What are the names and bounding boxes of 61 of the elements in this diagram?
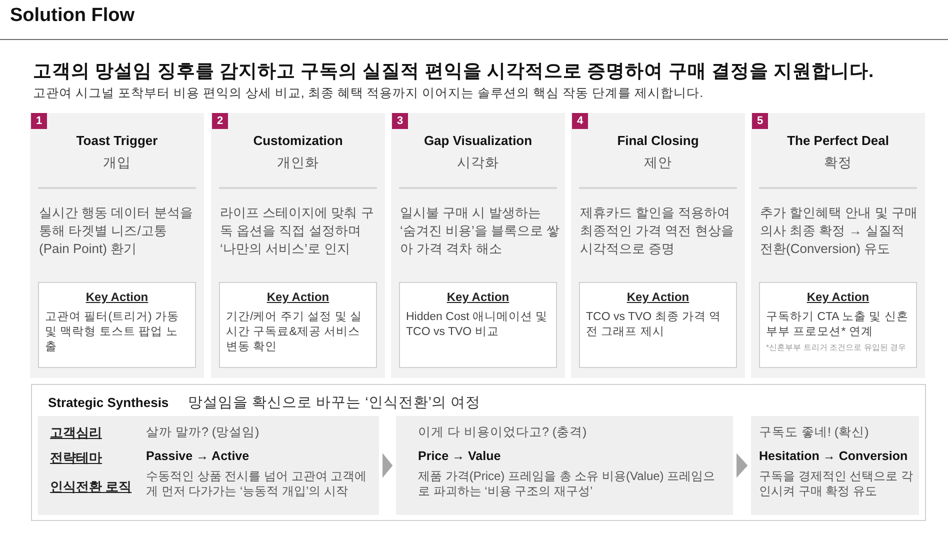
stage-logic: 수동적인 상품 전시를 넘어 고관여 고객에게 먼저 다가가는 ‘능동적 개입’의 시작 — [146, 469, 368, 498]
step-number-badge: 5 — [752, 113, 768, 129]
step-description: 추가 할인혜택 안내 및 구매 의사 최종 확정 → 실질적 전환(Conversion) 유도 — [760, 204, 918, 258]
synthesis-panel — [31, 384, 926, 521]
chevron-arrow — [382, 453, 393, 478]
stage-reaction: 이게 다 비용이었다고? (충격) — [418, 424, 587, 441]
stage-theme: Hesitation → Conversion — [759, 449, 908, 463]
key-action-text: Hidden Cost 애니메이션 및 TCO vs TVO 비교 — [406, 310, 549, 340]
key-action-heading: Key Action — [806, 290, 870, 304]
stage-theme: Price → Value — [418, 449, 501, 463]
key-action-text: 구독하기 CTA 노출 및 신혼부부 프로모션* 연계 — [766, 310, 910, 340]
key-action-heading: Key Action — [266, 290, 330, 304]
stage-reaction: 구독도 좋네! (확신) — [759, 424, 869, 441]
step-title: Customization — [253, 133, 343, 148]
step-card — [751, 113, 925, 378]
step-card — [211, 113, 385, 378]
key-action-heading: Key Action — [86, 290, 148, 304]
step-card — [571, 113, 745, 378]
step-card — [30, 113, 204, 378]
footnote: *신혼부부 트리거 조건으로 유입된 경우 — [766, 343, 906, 353]
step-number-badge: 3 — [392, 113, 408, 129]
row-label: 인식전환 로직 — [50, 478, 132, 496]
step-subtitle: 시각화 — [457, 154, 499, 172]
step-description: 실시간 행동 데이터 분석을 통해 타겟별 니즈/고통 (Pain Point) 환기 — [39, 204, 194, 258]
stage-logic: 제품 가격(Price) 프레임을 총 소유 비용(Value) 프레임으로 파괴하는 ‘비용 구조의 재구성’ — [418, 469, 716, 498]
step-title: Gap Visualization — [424, 133, 532, 148]
key-action-text: 고관여 필터(트리거) 가동 및 맥락형 토스트 팝업 노출 — [45, 310, 180, 355]
step-subtitle: 제안 — [644, 154, 672, 172]
key-action-text: TCO vs TVO 최종 가격 역전 그래프 제시 — [586, 310, 722, 340]
page-title: Solution Flow — [10, 5, 135, 27]
step-number-badge: 1 — [31, 113, 47, 129]
step-subtitle: 확정 — [824, 154, 852, 172]
key-action-box — [579, 282, 737, 368]
step-number-badge: 4 — [572, 113, 588, 129]
key-action-box — [38, 282, 196, 368]
key-action-heading: Key Action — [626, 290, 690, 304]
step-title: The Perfect Deal — [787, 133, 889, 148]
row-label: 전략테마 — [50, 449, 102, 467]
subheadline: 고관여 시그널 포착부터 비용 편익의 상세 비교, 최종 혜택 적용까지 이어지는 솔루션의 핵심 작동 단계를 제시합니다. — [33, 85, 704, 102]
chevron-arrow — [736, 453, 748, 478]
step-card — [391, 113, 565, 378]
step-title: Final Closing — [617, 133, 699, 148]
stage-reaction: 살까 말까? (망설임) — [146, 424, 260, 441]
step-subtitle: 개인화 — [277, 154, 319, 172]
key-action-text: 기간/케어 주기 설정 및 실시간 구독료&제공 서비스 변동 확인 — [226, 310, 363, 355]
panel-heading: Strategic Synthesis — [48, 395, 169, 410]
step-description: 일시불 구매 시 발생하는 ‘숨겨진 비용’을 블록으로 쌓아 가격 격차 해소 — [400, 204, 560, 258]
key-action-box — [399, 282, 557, 368]
step-number-badge: 2 — [212, 113, 228, 129]
row-label: 고객심리 — [50, 424, 102, 442]
key-action-box — [219, 282, 377, 368]
stage-theme: Passive → Active — [146, 449, 250, 463]
key-action-box — [759, 282, 917, 368]
headline: 고객의 망설임 징후를 감지하고 구독의 실질적 편익을 시각적으로 증명하여 구매 결정을 지원합니다. — [33, 59, 874, 83]
step-subtitle: 개입 — [103, 154, 131, 172]
stage-logic: 구독을 경제적인 선택으로 각인시켜 구매 확정 유도 — [759, 469, 913, 498]
step-description: 제휴카드 할인을 적용하여 최종적인 가격 역전 현상을 시각적으로 증명 — [580, 204, 735, 258]
key-action-heading: Key Action — [446, 290, 510, 304]
step-description: 라이프 스테이지에 맞춰 구독 옵션을 직접 설정하며 ‘나만의 서비스’로 인지 — [220, 204, 375, 258]
step-title: Toast Trigger — [76, 133, 158, 148]
panel-subtitle: 망설임을 확신으로 바꾸는 ‘인식전환’의 여정 — [188, 394, 481, 412]
